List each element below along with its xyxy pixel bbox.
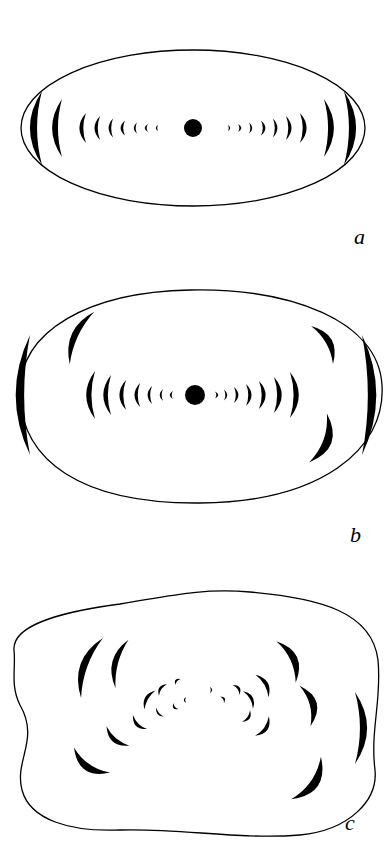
- chromosome: [249, 123, 252, 134]
- chromosome: [243, 689, 258, 709]
- chromosome: [109, 119, 113, 138]
- chromosome: [210, 687, 212, 693]
- centrosome: [185, 385, 205, 405]
- chromosome: [52, 99, 62, 157]
- centrosome: [184, 119, 202, 137]
- chromosome: [135, 383, 141, 407]
- chromosome: [119, 380, 126, 410]
- chromosome: [129, 715, 147, 733]
- chromosome: [224, 390, 227, 401]
- chromosome: [286, 116, 292, 140]
- chromosome: [121, 121, 125, 136]
- chromosome: [170, 391, 173, 399]
- panel-letter: c: [345, 812, 355, 834]
- chromosome: [155, 682, 167, 696]
- chromosome: [70, 634, 103, 698]
- chromosome: [106, 637, 129, 688]
- chromosome: [362, 335, 376, 455]
- chromosome: [276, 636, 306, 683]
- chromosome: [238, 124, 241, 132]
- chromosome: [290, 372, 299, 418]
- chromosome: [355, 692, 367, 764]
- cell-outline: [21, 50, 365, 206]
- chromosome: [291, 757, 333, 808]
- chromosome: [30, 91, 42, 165]
- chromosome: [234, 387, 238, 403]
- chromosome: [259, 381, 266, 409]
- chromosome: [228, 125, 230, 131]
- chromosome: [344, 91, 356, 165]
- chromosome: [273, 119, 277, 138]
- chromosome: [145, 124, 148, 132]
- chromosome: [103, 375, 111, 415]
- cell-outline: [20, 290, 382, 503]
- chromosome: [261, 121, 265, 136]
- chromosome: [233, 683, 243, 695]
- chromosome: [16, 335, 30, 455]
- chromosome: [220, 695, 227, 704]
- chromosome: [256, 671, 275, 697]
- chromosome: [134, 123, 137, 134]
- chromosome: [311, 320, 343, 364]
- chromosome: [154, 707, 164, 718]
- chromosome: [171, 703, 179, 711]
- chromosome: [309, 414, 340, 468]
- chromosome: [160, 389, 163, 401]
- chromosome: [79, 113, 86, 143]
- panel-letter: b: [350, 524, 361, 546]
- chromosome: [184, 697, 186, 703]
- chromosome: [215, 392, 218, 399]
- panel-letter: a: [354, 226, 365, 248]
- chromosome: [60, 307, 94, 364]
- chromosome: [95, 116, 101, 140]
- chromosome: [242, 710, 254, 724]
- chromosome: [102, 726, 130, 751]
- cell-outline: [14, 591, 379, 836]
- chromosome: [67, 747, 110, 782]
- chromosome: [300, 113, 307, 143]
- chromosome: [255, 716, 274, 739]
- chromosome: [246, 384, 252, 406]
- chromosome: [300, 683, 323, 727]
- chromosome: [140, 688, 156, 710]
- chromosome: [274, 377, 282, 413]
- chromosome: [324, 99, 334, 157]
- chromosome: [173, 677, 181, 685]
- chromosome: [86, 371, 95, 419]
- chromosome: [148, 386, 152, 404]
- chromosome: [156, 125, 158, 131]
